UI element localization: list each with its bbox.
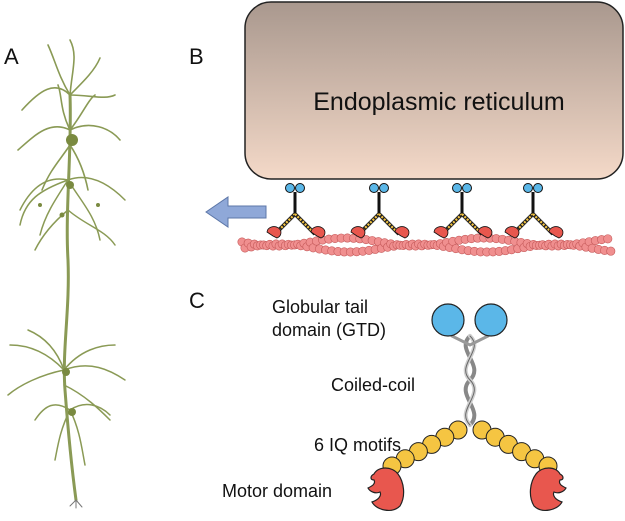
motor-domain-label: Motor domain: [222, 481, 333, 501]
er-label: Endoplasmic reticulum: [313, 88, 565, 116]
coiled-coil-label: Coiled-coil: [331, 375, 416, 395]
myosin-row: [266, 183, 564, 239]
gtd-head: [452, 183, 462, 193]
gtd-head: [379, 183, 389, 193]
iq-motifs-label: 6 IQ motifs: [314, 435, 402, 455]
myosin-molecule: [350, 183, 410, 239]
motor-head: [548, 226, 564, 239]
motor-domain-right: [529, 467, 567, 511]
gtd-head: [533, 183, 543, 193]
myosin-molecule: [266, 183, 326, 239]
myosin-molecule: [504, 183, 564, 239]
gtd-right: [474, 303, 508, 337]
gtd-head: [462, 183, 472, 193]
panel-label-a: A: [4, 44, 19, 69]
motor-head: [504, 226, 520, 239]
motor-head: [433, 226, 449, 239]
panel-label-b: B: [189, 44, 204, 69]
iq-motifs: [382, 420, 558, 476]
myosin-diagram: [367, 303, 567, 511]
actin-bead: [603, 234, 613, 244]
myosin-molecule: [433, 183, 493, 239]
motor-head: [350, 226, 366, 239]
plant-illustration: [7, 39, 126, 509]
gtd-left: [431, 303, 465, 337]
direction-arrow: [205, 196, 267, 228]
panel-label-c: C: [189, 288, 205, 313]
motor-domain-left: [367, 467, 405, 511]
gtd-head: [523, 183, 533, 193]
motor-head: [310, 226, 326, 239]
coiled-coil: [450, 334, 490, 427]
actin-bead: [606, 246, 616, 256]
motor-head: [266, 226, 282, 239]
actin-filament: [237, 233, 616, 257]
gtd-label: Globular tail domain (GTD): [272, 296, 386, 342]
gtd-head: [295, 183, 305, 193]
motor-head: [394, 226, 410, 239]
er-block: [244, 1, 624, 180]
gtd-label-line-1: Globular tail: [272, 297, 369, 317]
gtd-label-line-2: domain (GTD): [272, 320, 387, 340]
gtd-head: [369, 183, 379, 193]
motor-head: [477, 226, 493, 239]
gtd-head: [285, 183, 295, 193]
